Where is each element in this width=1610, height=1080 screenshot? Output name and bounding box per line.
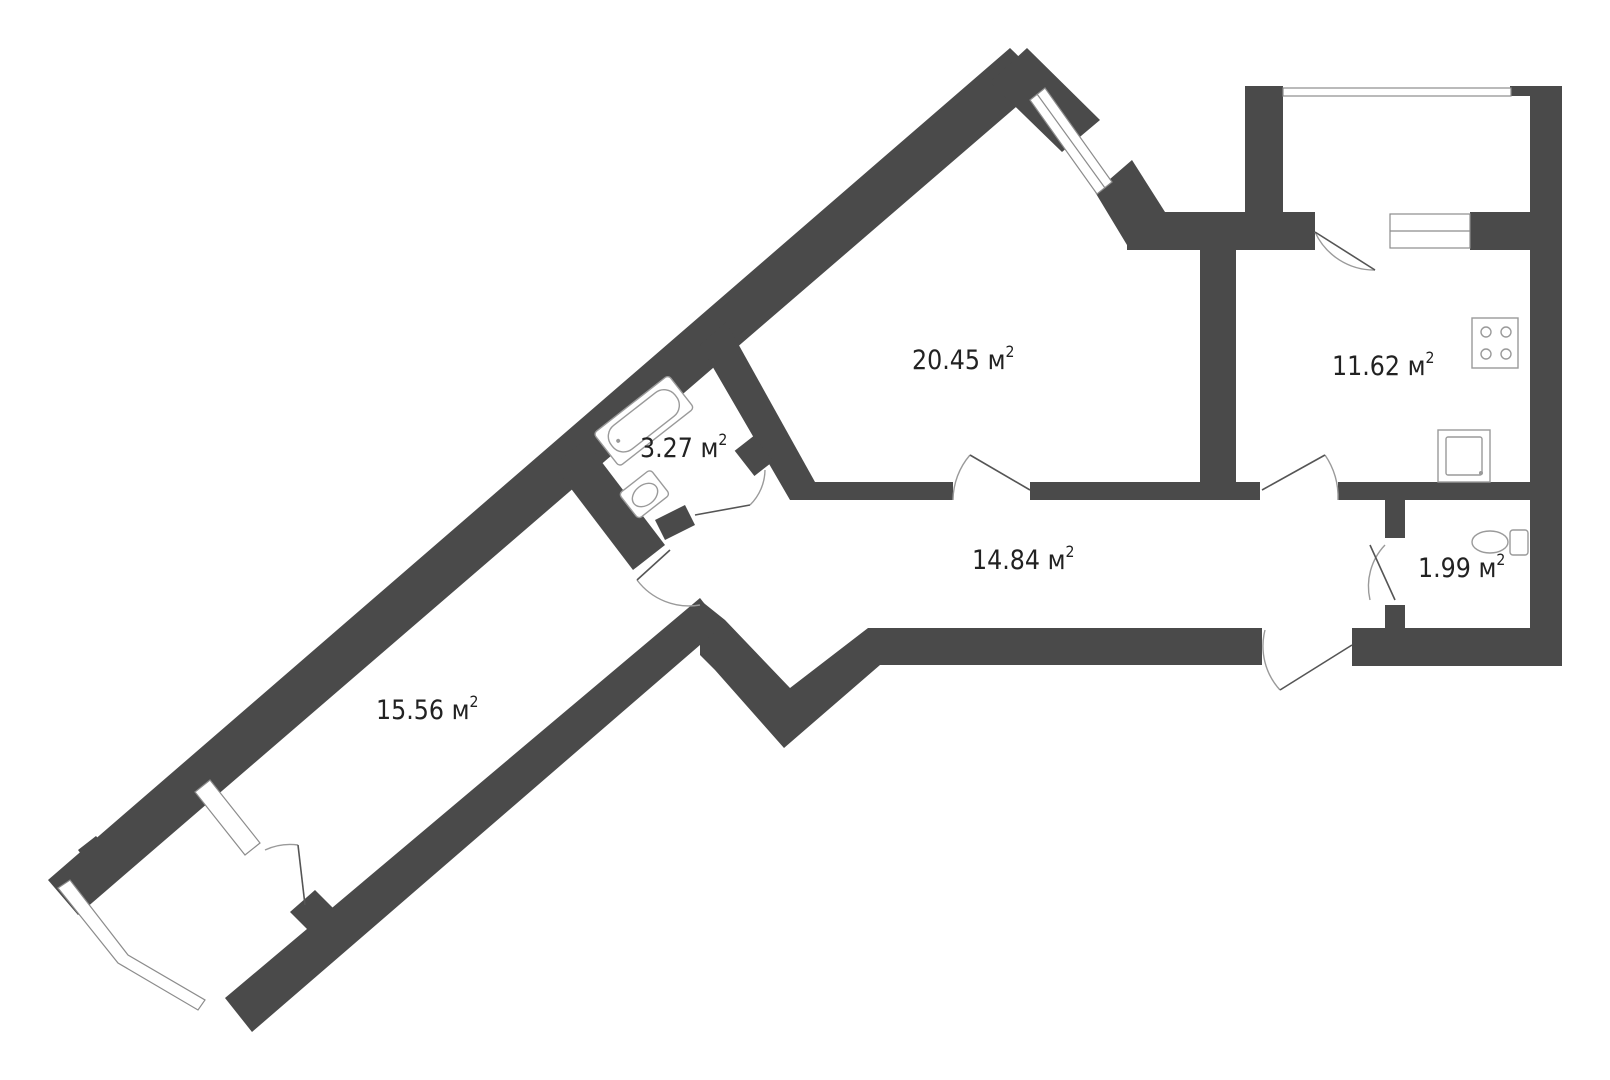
area-unit: м bbox=[700, 433, 719, 464]
wall-balcony-east-top bbox=[1510, 86, 1562, 96]
wall-corridor-south-right bbox=[1352, 628, 1562, 666]
kitchen-sink-icon bbox=[1437, 429, 1491, 483]
area-value: 20.45 bbox=[912, 345, 981, 376]
area-unit-power: 2 bbox=[1425, 348, 1435, 367]
door-leaf-toilet bbox=[1369, 544, 1396, 601]
wall-upper-room-to-kitchen bbox=[1127, 212, 1245, 250]
wall-bedroom-southeast bbox=[225, 598, 722, 1032]
door-leaf-entrance bbox=[1279, 644, 1353, 691]
room-area-label-kitchen: 11.62 м2 bbox=[1332, 348, 1435, 382]
door-arc-entrance bbox=[1262, 629, 1281, 691]
wall-bedroom-corner-pillar bbox=[290, 890, 340, 937]
wall-outer-northwest bbox=[48, 48, 1045, 915]
wall-kitchen-north-right bbox=[1470, 212, 1562, 250]
window-balcony-top bbox=[1282, 87, 1512, 97]
room-area-label-upper-room: 20.45 м2 bbox=[912, 342, 1015, 376]
room-area-label-toilet: 1.99 м2 bbox=[1418, 550, 1506, 584]
wall-toilet-west-top bbox=[1385, 500, 1405, 538]
door-arc-toilet bbox=[1367, 544, 1386, 601]
stove-icon bbox=[1471, 317, 1519, 369]
area-value: 3.27 bbox=[640, 433, 693, 464]
door-leaf-balcony-bedroom bbox=[297, 844, 306, 906]
area-unit: м bbox=[1047, 545, 1066, 576]
wall-corridor-south bbox=[700, 600, 1262, 748]
window-bedroom bbox=[194, 779, 261, 856]
area-unit-power: 2 bbox=[718, 430, 728, 449]
area-unit-power: 2 bbox=[1005, 342, 1015, 361]
sink-icon bbox=[619, 470, 670, 519]
wall-bedroom-window-pillar bbox=[185, 748, 215, 778]
room-area-label-bathroom: 3.27 м2 bbox=[640, 430, 728, 464]
wall-corridor-north-a bbox=[790, 482, 953, 500]
door-arc-kitchen bbox=[1324, 454, 1339, 501]
door-arc-balcony bbox=[1314, 231, 1376, 271]
door-arc-upper-room bbox=[952, 454, 971, 501]
door-arc-balcony-bedroom bbox=[264, 843, 299, 851]
wall-toilet-west-bottom bbox=[1385, 605, 1405, 635]
wall-upper-room-south-diagonal bbox=[700, 322, 815, 500]
area-unit-power: 2 bbox=[469, 692, 479, 711]
door-arc-bathroom bbox=[749, 469, 766, 506]
toilet-icon bbox=[1471, 529, 1529, 556]
door-leaf-kitchen bbox=[1261, 454, 1326, 491]
window-bay bbox=[57, 879, 206, 1011]
area-value: 11.62 bbox=[1332, 351, 1401, 382]
door-arc-bedroom bbox=[636, 579, 701, 607]
wall-bathroom-west bbox=[553, 440, 665, 570]
door-leaf-bedroom bbox=[636, 549, 671, 581]
area-unit: м bbox=[987, 345, 1006, 376]
wall-bathroom-door-jamb bbox=[734, 436, 774, 476]
wall-kitchen-west bbox=[1200, 250, 1236, 500]
area-value: 15.56 bbox=[376, 695, 445, 726]
area-unit-power: 2 bbox=[1496, 550, 1506, 569]
door-leaf-balcony bbox=[1314, 231, 1376, 271]
area-value: 14.84 bbox=[972, 545, 1041, 576]
room-area-label-hallway: 14.84 м2 bbox=[972, 542, 1075, 576]
area-value: 1.99 bbox=[1418, 553, 1471, 584]
wall-balcony-top-left bbox=[1245, 86, 1283, 96]
window-upper-room-pane bbox=[1036, 93, 1106, 189]
door-leaf-upper-room bbox=[969, 454, 1031, 491]
wall-east-outer bbox=[1530, 86, 1562, 666]
wall-corridor-north-b bbox=[1030, 482, 1260, 500]
area-unit-power: 2 bbox=[1065, 542, 1075, 561]
area-unit: м bbox=[1407, 351, 1426, 382]
room-area-label-bedroom: 15.56 м2 bbox=[376, 692, 479, 726]
area-unit: м bbox=[451, 695, 470, 726]
wall-bathroom-south-stub bbox=[655, 505, 695, 540]
door-leaf-bathroom bbox=[694, 504, 751, 516]
bathtub-icon bbox=[594, 375, 694, 466]
wall-corridor-north-c bbox=[1338, 482, 1562, 500]
area-unit: м bbox=[1478, 553, 1497, 584]
wall-bay-north bbox=[78, 836, 105, 862]
wall-kitchen-north-left bbox=[1245, 212, 1315, 250]
